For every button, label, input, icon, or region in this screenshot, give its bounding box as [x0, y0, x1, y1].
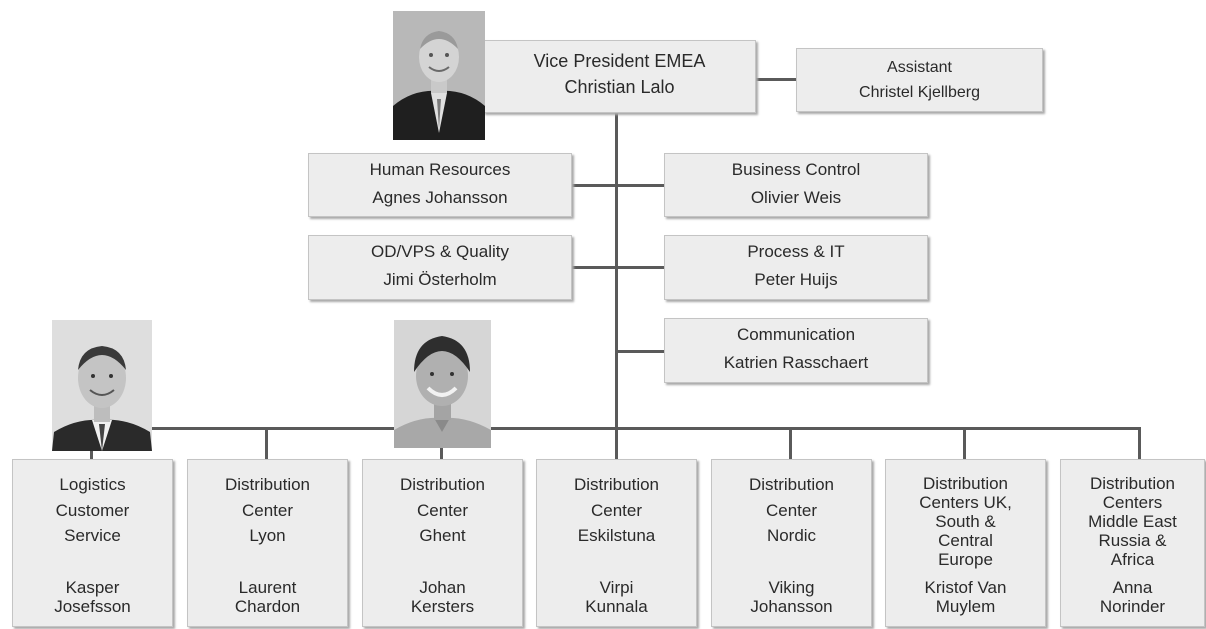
dept-person: Viking Johansson	[716, 578, 867, 616]
dept-person: Kasper Josefsson	[17, 578, 168, 616]
staff-role: Communication	[736, 325, 856, 344]
dept-role: Distribution Center Nordic	[716, 472, 867, 572]
ghent-portrait-photo	[394, 320, 491, 448]
dept-role: Distribution Center Eskilstuna	[541, 472, 692, 572]
dept-role-line: Service	[64, 526, 121, 545]
dept-person-line: Norinder	[1099, 597, 1166, 616]
dept-role: Logistics Customer Service	[17, 472, 168, 572]
dept-person: Anna Norinder	[1065, 578, 1200, 616]
dept-role: Distribution Centers Middle East Russia …	[1065, 474, 1200, 574]
vp-name: Christian Lalo	[564, 77, 675, 97]
dept-person-line: Kunnala	[585, 597, 648, 616]
dept-role-line: Europe	[938, 550, 993, 569]
connector-drop-7	[1138, 427, 1141, 459]
connector-assistant	[755, 78, 797, 81]
dept-role-line: South &	[935, 512, 996, 531]
dept-role-line: Ghent	[419, 526, 466, 545]
dept-role-line: Central	[938, 531, 993, 550]
staff-role: Process & IT	[747, 242, 845, 261]
dept-role-line: Centers	[1102, 493, 1163, 512]
logistics-portrait-image	[52, 320, 152, 451]
dept-role-line: Eskilstuna	[577, 526, 656, 545]
staff-name: Agnes Johansson	[372, 188, 508, 207]
dept-person-line: Kasper	[65, 578, 120, 597]
dept-person: Laurent Chardon	[192, 578, 343, 616]
connector-bottom-bus	[90, 427, 1140, 430]
dept-role: Distribution Center Lyon	[192, 472, 343, 572]
dept-person-line: Viking	[768, 578, 815, 597]
dept-role: Distribution Centers UK, South & Central…	[890, 474, 1041, 574]
dept-role-line: Distribution	[1089, 474, 1176, 493]
dept-person-line: Muylem	[935, 597, 996, 616]
dept-role-line: Nordic	[766, 526, 817, 545]
staff-role: Business Control	[731, 160, 861, 179]
vp-portrait-photo	[393, 11, 485, 140]
dept-person-line: Kristof Van	[924, 578, 1007, 597]
assistant-name: Christel Kjellberg	[859, 84, 980, 101]
dept-person-line: Chardon	[234, 597, 301, 616]
staff-role: Human Resources	[369, 160, 511, 179]
connector-top-spine	[615, 112, 618, 459]
dept-box-uk-south-central-europe: Distribution Centers UK, South & Central…	[885, 459, 1046, 627]
staff-box-odvps: OD/VPS & Quality Jimi Österholm	[308, 235, 572, 300]
dept-box-ghent: Distribution Center Ghent Johan Kersters	[362, 459, 523, 627]
dept-person-line: Virpi	[599, 578, 634, 597]
dept-role-line: Russia &	[1098, 531, 1167, 550]
dept-role-line: Customer	[55, 500, 130, 520]
connector-drop-6	[963, 427, 966, 459]
dept-role-line: Africa	[1110, 550, 1155, 569]
logistics-portrait-photo	[52, 320, 152, 451]
dept-person: Kristof Van Muylem	[890, 578, 1041, 616]
connector-row2	[572, 266, 665, 269]
dept-role-line: Distribution	[748, 475, 835, 494]
dept-person: Johan Kersters	[367, 578, 518, 616]
dept-role-line: Center	[241, 500, 294, 520]
staff-box-business-control: Business Control Olivier Weis	[664, 153, 928, 217]
connector-row1	[572, 184, 665, 187]
connector-drop-2	[265, 427, 268, 459]
staff-box-hr: Human Resources Agnes Johansson	[308, 153, 572, 217]
staff-name: Katrien Rasschaert	[723, 353, 869, 372]
staff-box-process-it: Process & IT Peter Huijs	[664, 235, 928, 300]
vp-portrait-image	[393, 11, 485, 140]
dept-person-line: Laurent	[238, 578, 297, 597]
connector-row3	[617, 350, 665, 353]
assistant-box: Assistant Christel Kjellberg	[796, 48, 1043, 112]
vp-role: Vice President EMEA	[533, 51, 706, 71]
dept-box-middle-east-russia-africa: Distribution Centers Middle East Russia …	[1060, 459, 1205, 627]
dept-role-line: Distribution	[573, 475, 660, 494]
dept-role: Distribution Center Ghent	[367, 472, 518, 572]
dept-role-line: Distribution	[399, 475, 486, 494]
dept-box-nordic: Distribution Center Nordic Viking Johans…	[711, 459, 872, 627]
assistant-role: Assistant	[887, 59, 952, 76]
dept-role-line: Center	[765, 500, 818, 520]
dept-role-line: Middle East	[1088, 512, 1177, 531]
staff-name: Olivier Weis	[750, 188, 842, 207]
staff-name: Peter Huijs	[754, 270, 838, 289]
vp-box: Vice President EMEA Christian Lalo	[483, 40, 756, 113]
dept-person-line: Josefsson	[54, 597, 131, 616]
dept-person-line: Johan	[419, 578, 466, 597]
dept-person: Virpi Kunnala	[541, 578, 692, 616]
dept-person-line: Anna	[1112, 578, 1153, 597]
ghent-portrait-image	[394, 320, 491, 448]
staff-role: OD/VPS & Quality	[371, 242, 509, 261]
connector-drop-5	[789, 427, 792, 459]
dept-role-line: Centers UK,	[919, 493, 1012, 512]
dept-role-line: Distribution	[922, 474, 1009, 493]
dept-role-line: Center	[416, 500, 469, 520]
staff-name: Jimi Österholm	[383, 270, 497, 289]
dept-box-logistics: Logistics Customer Service Kasper Josefs…	[12, 459, 173, 627]
dept-person-line: Kersters	[410, 597, 475, 616]
dept-role-line: Logistics	[59, 475, 126, 494]
dept-box-eskilstuna: Distribution Center Eskilstuna Virpi Kun…	[536, 459, 697, 627]
dept-role-line: Center	[590, 500, 643, 520]
dept-person-line: Johansson	[750, 597, 833, 616]
dept-role-line: Distribution	[224, 475, 311, 494]
dept-box-lyon: Distribution Center Lyon Laurent Chardon	[187, 459, 348, 627]
dept-role-line: Lyon	[249, 526, 286, 545]
staff-box-communication: Communication Katrien Rasschaert	[664, 318, 928, 383]
